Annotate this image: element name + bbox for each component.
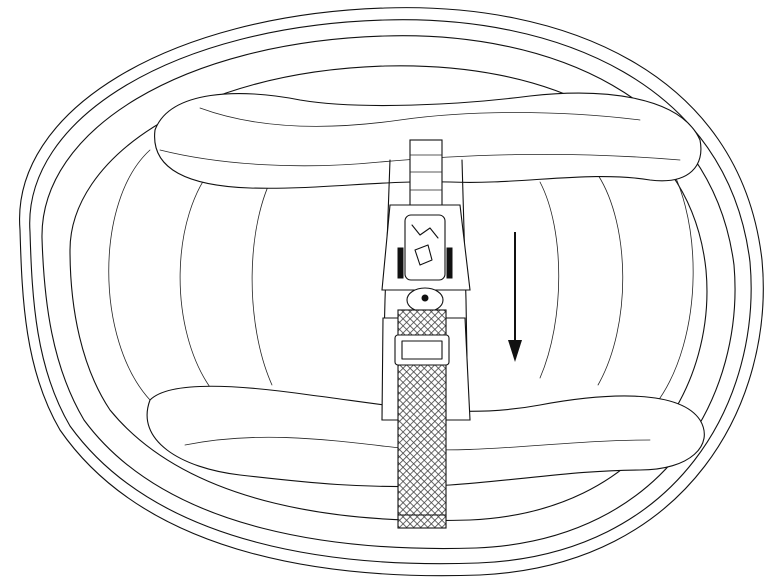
liner-rib-right-core: [539, 181, 560, 379]
buckle-slot-left: [397, 247, 404, 279]
top-pad-crease: [199, 107, 641, 127]
helmet-shell: [19, 7, 764, 577]
liner-rib-right-inner: [597, 174, 624, 386]
shell-rim-inner: [69, 65, 708, 522]
top-pad-lower-edge: [159, 149, 681, 167]
strap-keeper: [394, 334, 450, 366]
shell-rim-2: [29, 19, 752, 565]
shell-outer-rim: [19, 7, 764, 577]
liner-rib-left-outer: [108, 149, 151, 401]
buckle-slot-right: [446, 247, 453, 279]
shell-rim-3: [41, 35, 736, 550]
liner-rib-left-core: [251, 171, 276, 386]
upper-strap: [409, 139, 443, 211]
down-arrow-icon: [508, 232, 522, 362]
buckle-latch-detail: [411, 224, 439, 266]
buckle-latch: [404, 214, 446, 281]
liner-rib-right-outer: [654, 149, 694, 406]
buckle-assembly: [381, 139, 471, 529]
liner-rib-left-inner: [179, 164, 216, 391]
